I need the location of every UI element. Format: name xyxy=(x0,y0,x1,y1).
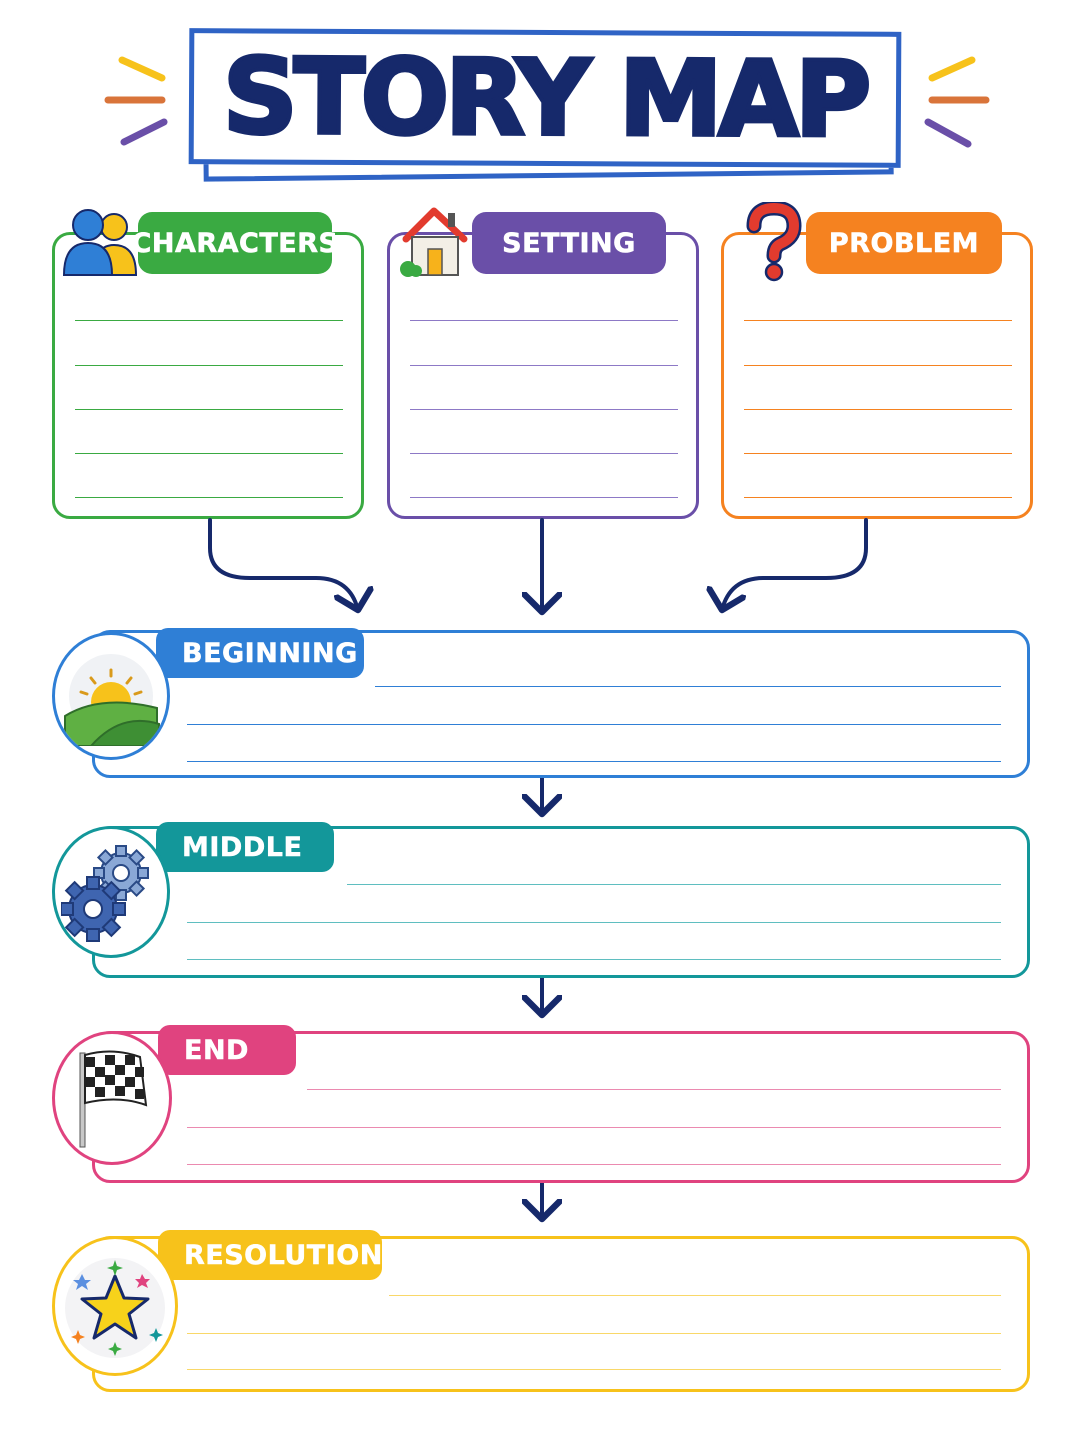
left-burst-icon xyxy=(104,56,168,146)
writing-line[interactable] xyxy=(75,453,343,454)
writing-line[interactable] xyxy=(410,497,678,498)
beginning-tag: BEGINNING xyxy=(156,628,364,678)
gears-icon xyxy=(61,845,149,942)
setting-label: SETTING xyxy=(502,227,636,259)
characters-card xyxy=(52,232,364,519)
writing-line[interactable] xyxy=(744,320,1012,321)
writing-line[interactable] xyxy=(744,497,1012,498)
writing-line[interactable] xyxy=(375,686,1001,687)
question-mark-icon xyxy=(746,202,802,282)
middle-tag: MIDDLE xyxy=(156,822,334,872)
middle-badge xyxy=(52,826,170,958)
sunrise-icon xyxy=(64,654,160,746)
writing-line[interactable] xyxy=(744,453,1012,454)
people-icon xyxy=(62,209,138,276)
writing-line[interactable] xyxy=(410,320,678,321)
end-badge xyxy=(52,1031,172,1165)
end-label: END xyxy=(184,1034,249,1066)
problem-tag: PROBLEM xyxy=(806,212,1002,274)
characters-label: CHARACTERS xyxy=(131,227,339,259)
writing-line[interactable] xyxy=(187,1333,1001,1334)
resolution-tag: RESOLUTION xyxy=(158,1230,383,1280)
right-burst-icon xyxy=(924,56,990,148)
writing-line[interactable] xyxy=(75,497,343,498)
beginning-badge xyxy=(52,632,170,760)
setting-card xyxy=(387,232,699,519)
writing-line[interactable] xyxy=(307,1089,1001,1090)
writing-line[interactable] xyxy=(187,1127,1001,1128)
setting-tag: SETTING xyxy=(472,212,666,274)
writing-line[interactable] xyxy=(187,1164,1001,1165)
writing-line[interactable] xyxy=(410,453,678,454)
writing-line[interactable] xyxy=(187,922,1001,923)
writing-line[interactable] xyxy=(187,761,1001,762)
writing-line[interactable] xyxy=(187,724,1001,725)
stars-icon xyxy=(65,1258,165,1358)
writing-line[interactable] xyxy=(75,409,343,410)
writing-line[interactable] xyxy=(75,365,343,366)
writing-line[interactable] xyxy=(187,1369,1001,1370)
checkered-flag-icon xyxy=(79,1050,148,1148)
middle-label: MIDDLE xyxy=(182,831,303,863)
writing-line[interactable] xyxy=(744,409,1012,410)
house-icon xyxy=(400,207,468,277)
resolution-label: RESOLUTION xyxy=(184,1239,383,1271)
writing-line[interactable] xyxy=(389,1295,1001,1296)
characters-tag: CHARACTERS xyxy=(131,212,338,274)
beginning-label: BEGINNING xyxy=(182,637,358,669)
writing-line[interactable] xyxy=(410,365,678,366)
writing-line[interactable] xyxy=(187,959,1001,960)
writing-line[interactable] xyxy=(744,365,1012,366)
writing-line[interactable] xyxy=(410,409,678,410)
writing-line[interactable] xyxy=(75,320,343,321)
writing-line[interactable] xyxy=(347,884,1001,885)
problem-label: PROBLEM xyxy=(828,227,980,259)
resolution-badge xyxy=(52,1236,178,1376)
end-tag: END xyxy=(158,1025,296,1075)
